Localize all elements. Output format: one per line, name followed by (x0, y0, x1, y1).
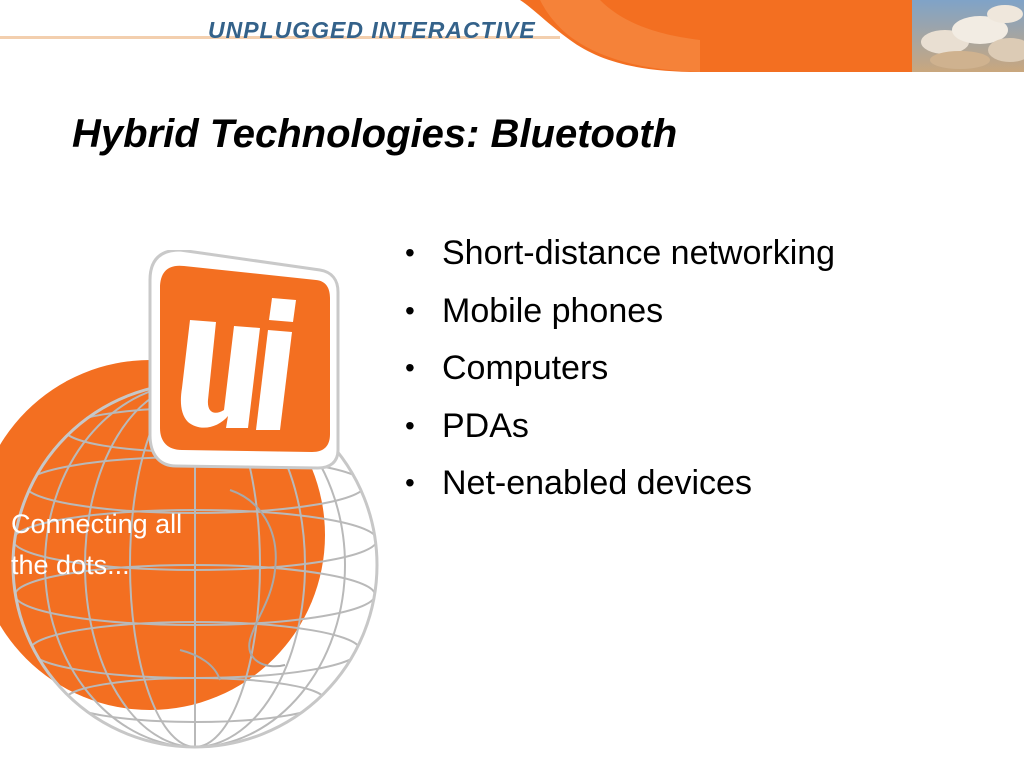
tagline-line-2: the dots... (11, 550, 130, 580)
logo-art (0, 250, 379, 749)
bullet-item: Short-distance networking (405, 230, 835, 288)
tagline-line-1: Connecting all (11, 509, 183, 539)
bullet-item: Net-enabled devices (405, 460, 835, 518)
clouds-image-icon (912, 0, 1024, 72)
bullet-list: Short-distance networking Mobile phones … (405, 230, 835, 518)
ui-logo-icon (148, 250, 340, 470)
tagline: Connecting all the dots... (11, 504, 251, 586)
header-banner (0, 0, 1024, 72)
bullet-item: Mobile phones (405, 288, 835, 346)
slide-title: Hybrid Technologies: Bluetooth (72, 112, 678, 156)
brand-name: UNPLUGGED INTERACTIVE (208, 17, 536, 43)
bullet-item: PDAs (405, 403, 835, 461)
bullet-item: Computers (405, 345, 835, 403)
